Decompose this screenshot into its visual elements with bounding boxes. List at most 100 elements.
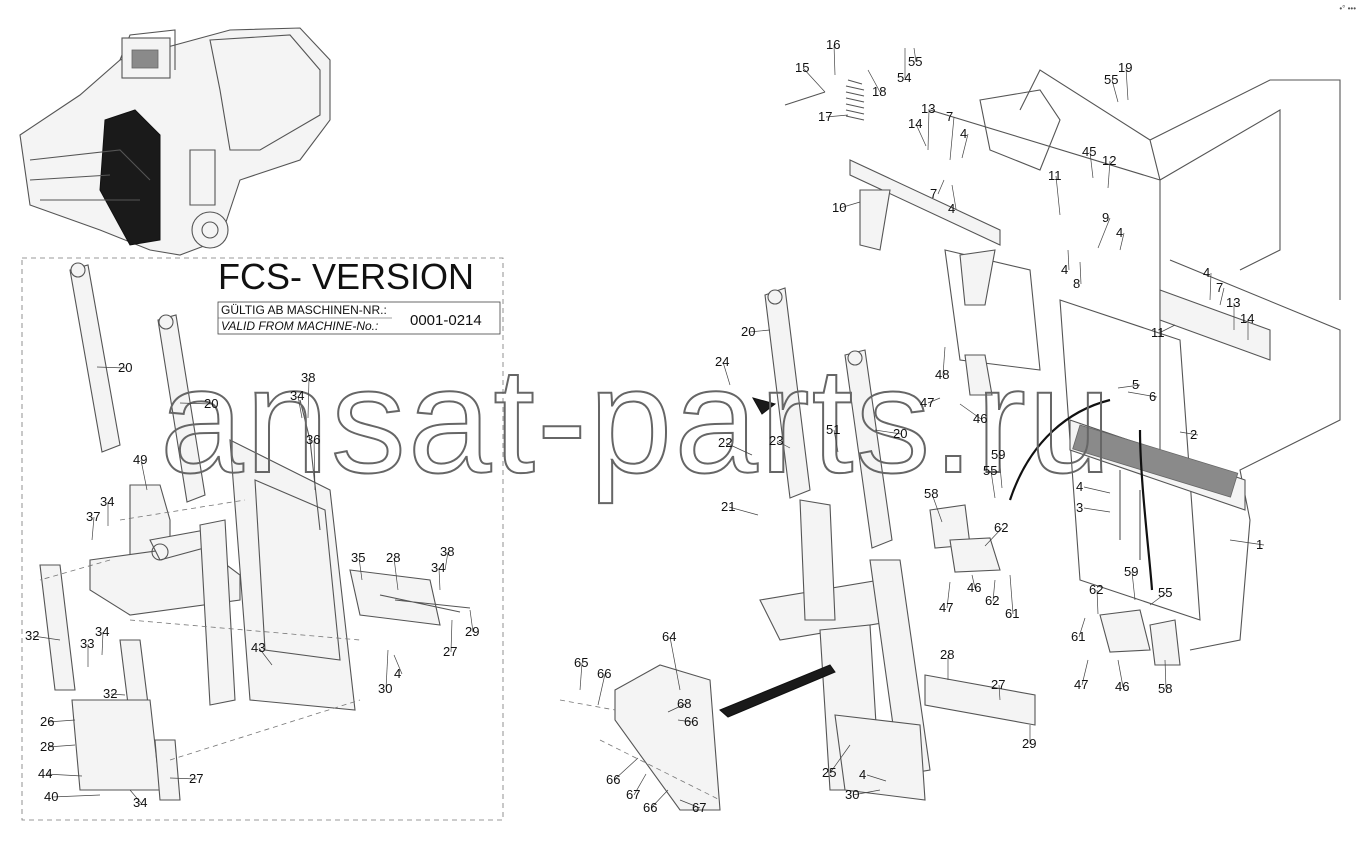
page-corner-mark: •° ••• — [1339, 4, 1356, 13]
callout-leader-line — [450, 619, 453, 653]
callout-leader-line — [951, 184, 957, 210]
part-callout-7: 7 — [930, 186, 937, 201]
part-callout-20: 20 — [741, 324, 755, 339]
part-callout-66: 66 — [643, 800, 657, 815]
part-callout-27: 27 — [443, 644, 457, 659]
callout-leader-line — [1079, 261, 1082, 285]
part-callout-36: 36 — [306, 432, 320, 447]
callout-leader-lines — [32, 44, 1265, 809]
callout-leader-line — [1164, 659, 1167, 690]
callout-leader-line — [1209, 272, 1212, 301]
part-callout-14: 14 — [1240, 311, 1254, 326]
callout-leader-line — [1067, 249, 1070, 271]
part-callout-27: 27 — [189, 771, 203, 786]
callout-leader-line — [927, 108, 930, 151]
part-callout-28: 28 — [940, 647, 954, 662]
part-callout-13: 13 — [1226, 295, 1240, 310]
part-callout-58: 58 — [1158, 681, 1172, 696]
part-callout-37: 37 — [86, 509, 100, 524]
callout-leader-line — [1083, 507, 1111, 513]
part-callout-34: 34 — [100, 494, 114, 509]
callout-leader-line — [32, 635, 61, 641]
callout-leader-line — [852, 789, 881, 796]
part-callout-65: 65 — [574, 655, 588, 670]
callout-leader-line — [579, 662, 583, 691]
part-callout-4: 4 — [859, 767, 866, 782]
part-callout-9: 9 — [1102, 210, 1109, 225]
part-callout-55: 55 — [908, 54, 922, 69]
watermark-text: ansat-parts.ru — [160, 336, 1113, 504]
callout-leader-line — [927, 397, 941, 404]
part-callout-55: 55 — [983, 463, 997, 478]
callout-leader-line — [971, 574, 976, 589]
callout-leader-line — [913, 47, 917, 63]
callout-leader-line — [728, 506, 759, 516]
part-callout-44: 44 — [38, 766, 52, 781]
callout-leader-line — [667, 703, 686, 713]
callout-leader-line — [915, 123, 927, 147]
part-callout-30: 30 — [845, 787, 859, 802]
part-callout-38: 38 — [440, 544, 454, 559]
part-callout-32: 32 — [25, 628, 39, 643]
callout-leader-line — [313, 439, 316, 491]
part-callout-1: 1 — [1256, 537, 1263, 552]
callout-leader-line — [833, 44, 836, 76]
callout-leader-line — [946, 581, 951, 609]
part-callout-28: 28 — [40, 739, 54, 754]
part-callout-12: 12 — [1102, 153, 1116, 168]
callout-leader-line — [722, 361, 731, 386]
part-callout-61: 61 — [1071, 629, 1085, 644]
part-callout-27: 27 — [991, 677, 1005, 692]
callout-leader-line — [867, 69, 881, 93]
part-callout-16: 16 — [826, 37, 840, 52]
callout-leader-line — [129, 789, 142, 804]
part-callout-43: 43 — [251, 640, 265, 655]
callout-leader-line — [937, 179, 945, 195]
part-callout-18: 18 — [872, 84, 886, 99]
part-callout-29: 29 — [1022, 736, 1036, 751]
callout-leader-line — [1111, 79, 1119, 103]
part-callout-5: 5 — [1132, 377, 1139, 392]
part-callout-21: 21 — [721, 499, 735, 514]
part-callout-47: 47 — [1074, 677, 1088, 692]
part-callout-66: 66 — [684, 714, 698, 729]
part-callout-40: 40 — [44, 789, 58, 804]
part-callout-4: 4 — [948, 201, 955, 216]
fcs-version-title: FCS- VERSION — [218, 256, 474, 297]
callout-leader-line — [444, 551, 449, 571]
callout-leader-line — [597, 673, 606, 706]
part-callout-4: 4 — [1203, 265, 1210, 280]
callout-leader-line — [669, 636, 681, 691]
part-callout-8: 8 — [1073, 276, 1080, 291]
part-callout-25: 25 — [822, 765, 836, 780]
callout-leader-line — [1158, 324, 1176, 334]
part-callout-28: 28 — [386, 550, 400, 565]
part-callout-38: 38 — [301, 370, 315, 385]
callout-leader-line — [679, 799, 701, 809]
callout-leader-line — [1097, 217, 1111, 249]
part-callout-58: 58 — [924, 486, 938, 501]
callout-leader-line — [613, 757, 639, 781]
callout-leader-line — [258, 647, 273, 666]
callout-leader-line — [776, 440, 791, 449]
left-bracket-assembly — [39, 399, 471, 801]
machine-overview-inset — [19, 27, 331, 256]
callout-leader-line — [91, 516, 95, 541]
callout-leader-line — [866, 774, 887, 782]
callout-leader-line — [833, 429, 839, 453]
serial-range: 0001-0214 — [410, 312, 482, 329]
callout-leader-line — [438, 567, 441, 591]
callout-leader-line — [101, 631, 104, 656]
callout-leader-line — [1219, 287, 1225, 306]
part-callout-46: 46 — [973, 411, 987, 426]
part-callout-4: 4 — [1116, 225, 1123, 240]
part-callout-35: 35 — [351, 550, 365, 565]
callout-leader-line — [385, 649, 389, 690]
part-callout-34: 34 — [133, 795, 147, 810]
part-callout-11: 11 — [1048, 168, 1062, 183]
callout-leader-line — [51, 794, 101, 798]
part-callout-3: 3 — [1076, 500, 1083, 515]
part-callout-51: 51 — [826, 422, 840, 437]
